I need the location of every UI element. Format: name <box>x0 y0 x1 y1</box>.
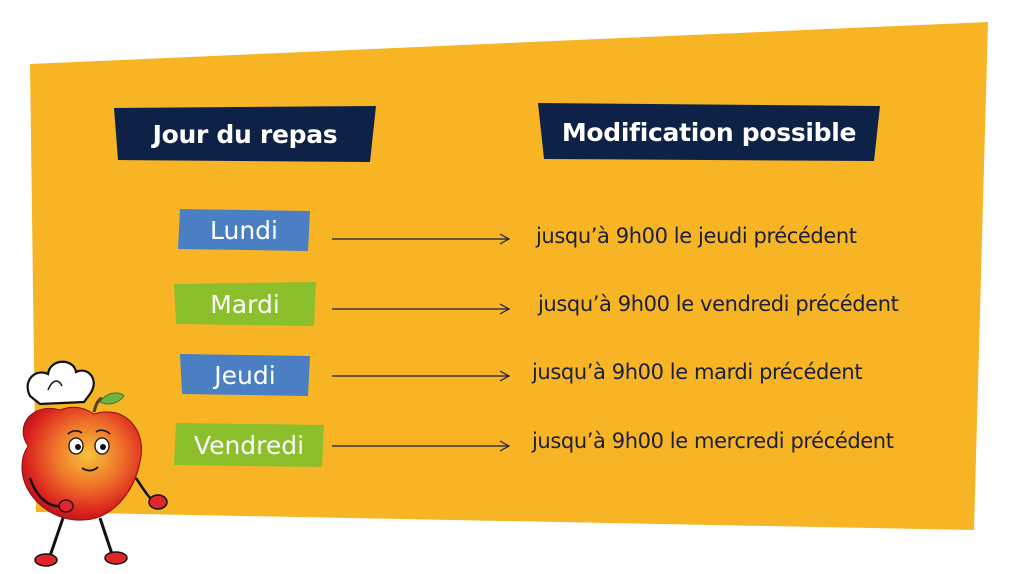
arrow-icon <box>332 370 512 382</box>
apple-chef-mascot-icon <box>21 360 168 567</box>
header-day: Jour du repas <box>114 106 376 162</box>
deadline-lundi: jusqu’à 9h00 le jeudi précédent <box>536 224 857 248</box>
deadline-mardi: jusqu’à 9h00 le vendredi précédent <box>538 292 899 316</box>
day-tag-jeudi: Jeudi <box>180 354 310 396</box>
day-label: Mardi <box>210 289 280 319</box>
header-modification: Modification possible <box>538 103 880 161</box>
day-tag-vendredi: Vendredi <box>174 423 324 467</box>
day-tag-lundi: Lundi <box>178 209 310 251</box>
arrow-icon <box>332 303 512 315</box>
day-label: Vendredi <box>193 430 305 460</box>
day-label: Lundi <box>210 215 278 245</box>
deadline-jeudi: jusqu’à 9h00 le mardi précédent <box>532 360 863 384</box>
arrow-icon <box>332 233 512 245</box>
day-tag-mardi: Mardi <box>174 282 316 326</box>
day-label: Jeudi <box>214 360 276 390</box>
deadline-vendredi: jusqu’à 9h00 le mercredi précédent <box>532 429 894 453</box>
header-day-label: Jour du repas <box>152 119 338 149</box>
header-modification-label: Modification possible <box>561 117 857 147</box>
arrow-icon <box>332 440 512 452</box>
